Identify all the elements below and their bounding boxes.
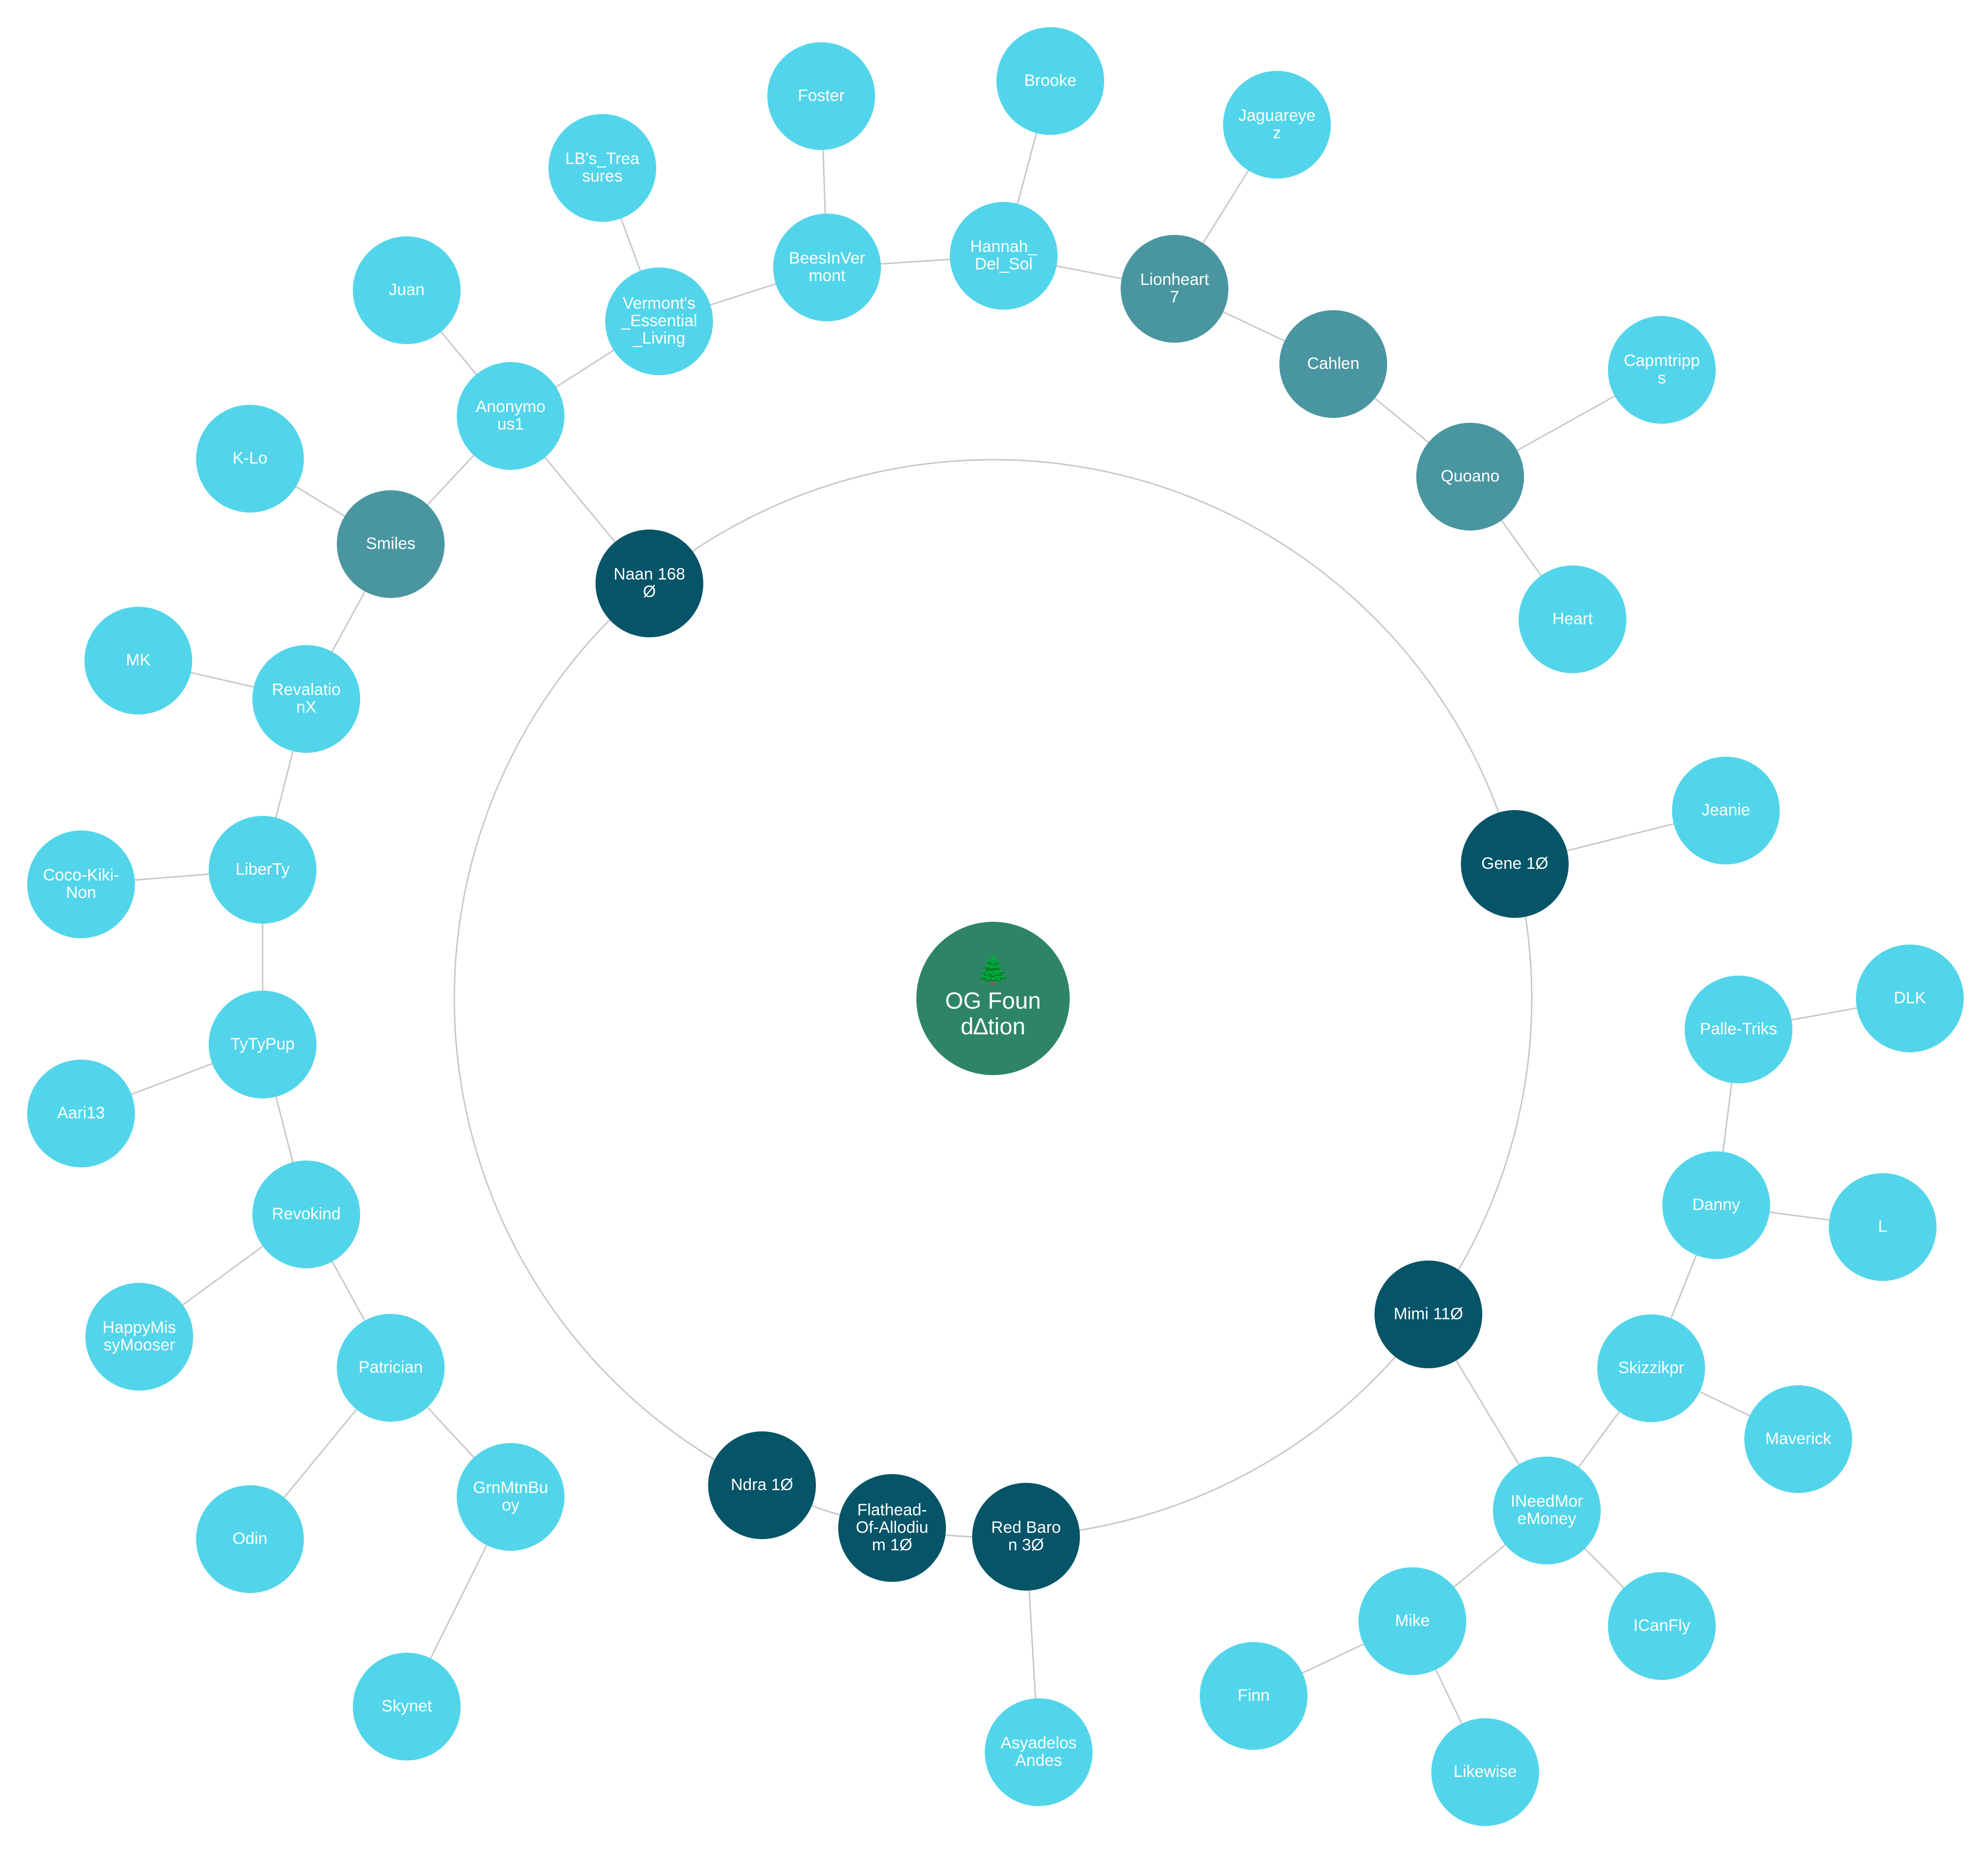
node-happymissy[interactable]: HappyMissyMooser [85, 1283, 193, 1391]
node-cahlen[interactable]: Cahlen [1279, 310, 1387, 418]
node-foster[interactable]: Foster [767, 42, 875, 150]
node-mike[interactable]: Mike [1358, 1567, 1466, 1675]
node-label: AsyadelosAndes [1000, 1734, 1077, 1770]
node-l[interactable]: L [1829, 1173, 1937, 1281]
node-brooke[interactable]: Brooke [996, 27, 1104, 135]
node-dlk[interactable]: DLK [1856, 945, 1964, 1052]
node-jaguareyez[interactable]: Jaguareyez [1223, 71, 1331, 179]
tree-icon: 🌲 [976, 955, 1010, 986]
node-label: Hannah_Del_Sol [970, 237, 1037, 273]
node-label: K-Lo [232, 449, 267, 468]
node-aari13[interactable]: Aari13 [27, 1060, 135, 1167]
node-label: Odin [232, 1529, 267, 1548]
node-bees[interactable]: BeesInVermont [773, 214, 881, 321]
node-ndra[interactable]: Ndra 1Ø [708, 1431, 816, 1539]
node-jeanie[interactable]: Jeanie [1672, 757, 1780, 864]
node-odin[interactable]: Odin [196, 1485, 304, 1593]
node-label: TyTyPup [230, 1035, 295, 1054]
node-skynet[interactable]: Skynet [353, 1653, 461, 1760]
node-ineedmoremoney[interactable]: INeedMoreMoney [1493, 1457, 1601, 1564]
node-gene[interactable]: Gene 1Ø [1461, 810, 1569, 918]
node-coco[interactable]: Coco-Kiki-Non [27, 830, 135, 938]
node-label: Vermont's_Essential_Living [621, 294, 697, 348]
node-klo[interactable]: K-Lo [196, 405, 304, 513]
node-maverick[interactable]: Maverick [1744, 1385, 1852, 1493]
node-label: Foster [797, 86, 845, 105]
node-label: Juan [389, 281, 425, 299]
node-root[interactable]: 🌲OG Found∆tion [916, 922, 1070, 1075]
node-label: Ndra 1Ø [730, 1476, 794, 1494]
node-naan[interactable]: Naan 168Ø [596, 530, 703, 637]
node-label: Gene 1Ø [1481, 854, 1548, 873]
node-redbaron[interactable]: Red Baron 3Ø [972, 1483, 1080, 1591]
node-label: Naan 168Ø [613, 565, 685, 601]
node-label: Mimi 11Ø [1393, 1305, 1463, 1324]
node-label: Skizzikpr [1618, 1359, 1685, 1378]
node-capmtripps[interactable]: Capmtripps [1608, 316, 1716, 424]
node-label: Capmtripps [1624, 351, 1700, 387]
node-likewise[interactable]: Likewise [1431, 1718, 1539, 1826]
node-quoano[interactable]: Quoano [1416, 423, 1524, 531]
node-label: Aari13 [57, 1104, 105, 1123]
node-label: Danny [1692, 1195, 1740, 1214]
node-label: Lionheart7 [1140, 270, 1209, 306]
node-mk[interactable]: MK [84, 607, 192, 714]
node-juan[interactable]: Juan [353, 236, 461, 344]
node-label: LiberTy [235, 860, 290, 879]
node-skizzikpr[interactable]: Skizzikpr [1597, 1314, 1705, 1422]
node-label: Brooke [1024, 71, 1077, 90]
node-label: GrnMtnBuoy [473, 1478, 548, 1514]
node-label: Patrician [358, 1358, 423, 1377]
node-label: Jeanie [1701, 801, 1751, 820]
node-anonymous1[interactable]: Anonymous1 [457, 362, 564, 470]
node-label: HappyMissyMooser [102, 1318, 176, 1354]
node-label: Mike [1395, 1611, 1430, 1630]
node-label: Jaguareyez [1238, 106, 1316, 142]
node-label: Revokind [272, 1205, 341, 1224]
node-icanfly[interactable]: ICanFly [1608, 1572, 1716, 1680]
node-palletriks[interactable]: Palle-Triks [1685, 976, 1792, 1083]
node-heart[interactable]: Heart [1519, 565, 1626, 673]
node-label: Likewise [1453, 1762, 1517, 1781]
node-label: BeesInVermont [789, 249, 865, 285]
node-label: Maverick [1765, 1429, 1832, 1448]
node-label: Cahlen [1307, 354, 1359, 373]
node-label: Palle-Triks [1700, 1020, 1777, 1039]
node-label: Coco-Kiki-Non [43, 866, 119, 902]
node-label: OG Found∆tion [945, 988, 1041, 1040]
node-flathead[interactable]: Flathead-Of-Allodium 1Ø [838, 1474, 946, 1582]
node-revalationx[interactable]: RevalationX [252, 645, 360, 753]
node-finn[interactable]: Finn [1200, 1642, 1308, 1750]
node-asyadelos[interactable]: AsyadelosAndes [985, 1698, 1093, 1806]
node-hannah[interactable]: Hannah_Del_Sol [950, 202, 1058, 310]
node-danny[interactable]: Danny [1662, 1151, 1770, 1259]
node-label: LB's_Treasures [565, 149, 640, 185]
node-label: Smiles [365, 534, 416, 553]
node-label: Red Baron 3Ø [991, 1518, 1061, 1554]
node-label: Flathead-Of-Allodium 1Ø [856, 1501, 928, 1554]
node-label: DLK [1893, 989, 1926, 1008]
node-label: RevalationX [272, 681, 341, 716]
node-label: ICanFly [1633, 1616, 1690, 1635]
node-label: Quoano [1441, 467, 1500, 486]
node-label: Skynet [381, 1697, 432, 1716]
node-revokind[interactable]: Revokind [252, 1161, 360, 1268]
node-smiles[interactable]: Smiles [337, 490, 445, 598]
node-label: Heart [1552, 610, 1593, 629]
node-tytypup[interactable]: TyTyPup [209, 991, 316, 1098]
node-lionheart[interactable]: Lionheart7 [1121, 235, 1228, 343]
node-label: INeedMoreMoney [1510, 1492, 1583, 1528]
node-grnmtnbuoy[interactable]: GrnMtnBuoy [457, 1443, 564, 1551]
node-patrician[interactable]: Patrician [337, 1314, 445, 1422]
node-mimi[interactable]: Mimi 11Ø [1375, 1261, 1482, 1368]
node-label: L [1878, 1217, 1888, 1236]
node-lbs[interactable]: LB's_Treasures [548, 114, 656, 222]
node-liberty[interactable]: LiberTy [209, 816, 316, 924]
node-label: Finn [1237, 1686, 1270, 1705]
node-label: Anonymous1 [476, 398, 546, 433]
node-vermonts[interactable]: Vermont's_Essential_Living [605, 267, 713, 375]
node-label: MK [126, 651, 151, 670]
